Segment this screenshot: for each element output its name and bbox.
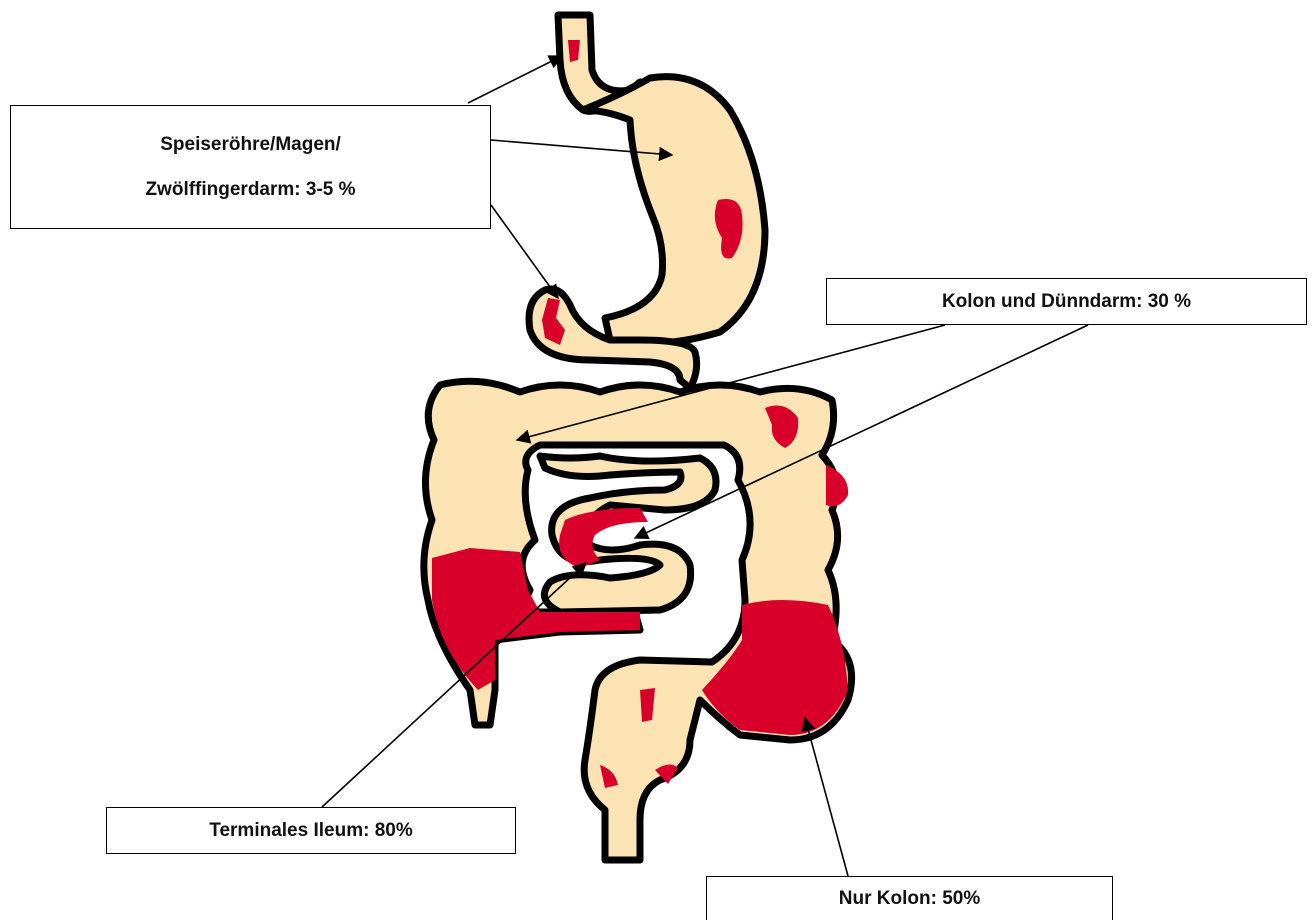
label-colon-only: Nur Kolon: 50% — [706, 876, 1113, 920]
label-colon-only-text: Nur Kolon: 50% — [839, 889, 980, 908]
label-stomach-line-2: Zwölffingerdarm: 3-5 % — [145, 180, 355, 199]
label-esophagus-stomach-duodenum: Speiseröhre/Magen/ Zwölffingerdarm: 3-5 … — [10, 105, 491, 229]
colon-lesion-right-bump — [826, 465, 848, 506]
label-stomach-line-1: Speiseröhre/Magen/ — [160, 135, 341, 154]
label-colon-small-text: Kolon und Dünndarm: 30 % — [942, 292, 1191, 311]
pointer-esophagus — [468, 56, 562, 103]
label-ileum-text: Terminales Ileum: 80% — [209, 821, 412, 840]
label-colon-and-small-intestine: Kolon und Dünndarm: 30 % — [826, 278, 1307, 325]
pointer-duodenum — [491, 205, 558, 298]
sigmoid-lesion — [702, 600, 848, 735]
pointer-colon-only — [805, 718, 848, 876]
label-terminal-ileum: Terminales Ileum: 80% — [106, 807, 516, 854]
